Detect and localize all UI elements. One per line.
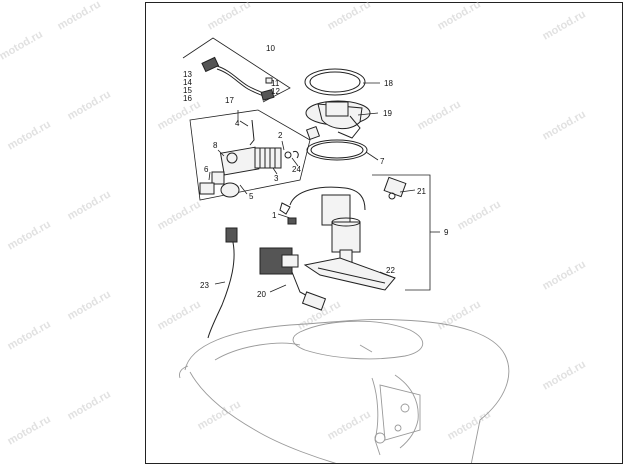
watermark-text: motod.ru — [541, 108, 588, 142]
watermark-text: motod.ru — [541, 358, 588, 392]
callout-22: 22 — [386, 266, 395, 275]
hose-fitting — [225, 227, 238, 243]
watermark-text: motod.ru — [6, 118, 53, 152]
sender-unit — [383, 176, 407, 198]
top-plate-assembly — [304, 68, 371, 161]
watermark-text: motod.ru — [436, 0, 483, 33]
fuel-filter — [254, 147, 282, 169]
callout-3: 3 — [274, 174, 279, 183]
valve-6 — [199, 182, 215, 195]
watermark-text: motod.ru — [456, 198, 503, 232]
watermark-text: motod.ru — [66, 288, 113, 322]
callout-20: 20 — [257, 290, 266, 299]
watermark-text: motod.ru — [56, 0, 103, 33]
callout-19: 19 — [383, 109, 392, 118]
watermark-text: motod.ru — [66, 188, 113, 222]
watermark-text: motod.ru — [0, 28, 45, 62]
watermark-text: motod.ru — [156, 198, 203, 232]
watermark-text: motod.ru — [541, 8, 588, 42]
watermark-text: motod.ru — [326, 0, 373, 33]
watermark-text: motod.ru — [156, 98, 203, 132]
fuel-tank-outline — [179, 319, 510, 463]
callout-10: 10 — [266, 44, 275, 53]
fuel-level-float — [259, 247, 327, 311]
vent-hose — [207, 227, 238, 339]
callout-9: 9 — [444, 228, 449, 237]
harness-connector-a — [201, 56, 220, 73]
watermark-text: motod.ru — [6, 218, 53, 252]
watermark-text: motod.ru — [66, 88, 113, 122]
callout-labels: 10 13 14 15 16 11 12 18 17 19 4 2 8 7 24… — [183, 44, 449, 299]
callout-1: 1 — [272, 211, 277, 220]
pump-housing — [219, 146, 260, 176]
callout-23: 23 — [200, 281, 209, 290]
watermark-text: motod.ru — [156, 298, 203, 332]
harness-clip — [265, 77, 273, 84]
callout-14: 14 — [183, 78, 192, 87]
seal-gasket — [306, 139, 368, 161]
callout-7: 7 — [380, 157, 385, 166]
callout-13: 13 — [183, 70, 192, 79]
wiring-harness — [182, 37, 291, 103]
watermark-text: motod.ru — [326, 408, 373, 442]
harness-connector-b — [260, 88, 275, 101]
watermark-text: motod.ru — [206, 0, 253, 33]
watermark-text: motod.ru — [6, 318, 53, 352]
pump-subassembly-outline — [189, 109, 311, 201]
callout-21: 21 — [417, 187, 426, 196]
callout-4: 4 — [235, 119, 240, 128]
fuel-pump-module — [199, 119, 299, 198]
callout-16: 16 — [183, 94, 192, 103]
filter-cap-5 — [220, 182, 240, 198]
callout-11: 11 — [271, 79, 280, 88]
callout-2: 2 — [278, 131, 283, 140]
retaining-ring — [304, 68, 366, 96]
watermark-text: motod.ru — [66, 388, 113, 422]
watermark-text: motod.ru — [196, 398, 243, 432]
fuel-strainer — [303, 257, 396, 291]
callout-8: 8 — [213, 141, 218, 150]
callout-5: 5 — [249, 192, 254, 201]
callout-12: 12 — [271, 87, 280, 96]
pump-assembly-main — [279, 186, 366, 263]
callout-17: 17 — [225, 96, 234, 105]
callout-24: 24 — [292, 165, 301, 174]
watermark-text: motod.ru — [446, 408, 493, 442]
pump-cylinder — [331, 221, 361, 253]
callout-15: 15 — [183, 86, 192, 95]
watermark-text: motod.ru — [416, 98, 463, 132]
callout-18: 18 — [384, 79, 393, 88]
watermark-text: motod.ru — [541, 258, 588, 292]
watermark-text: motod.ru — [6, 413, 53, 447]
diagram-frame — [145, 2, 623, 464]
callout-6: 6 — [204, 165, 209, 174]
leader-lines — [208, 82, 416, 293]
